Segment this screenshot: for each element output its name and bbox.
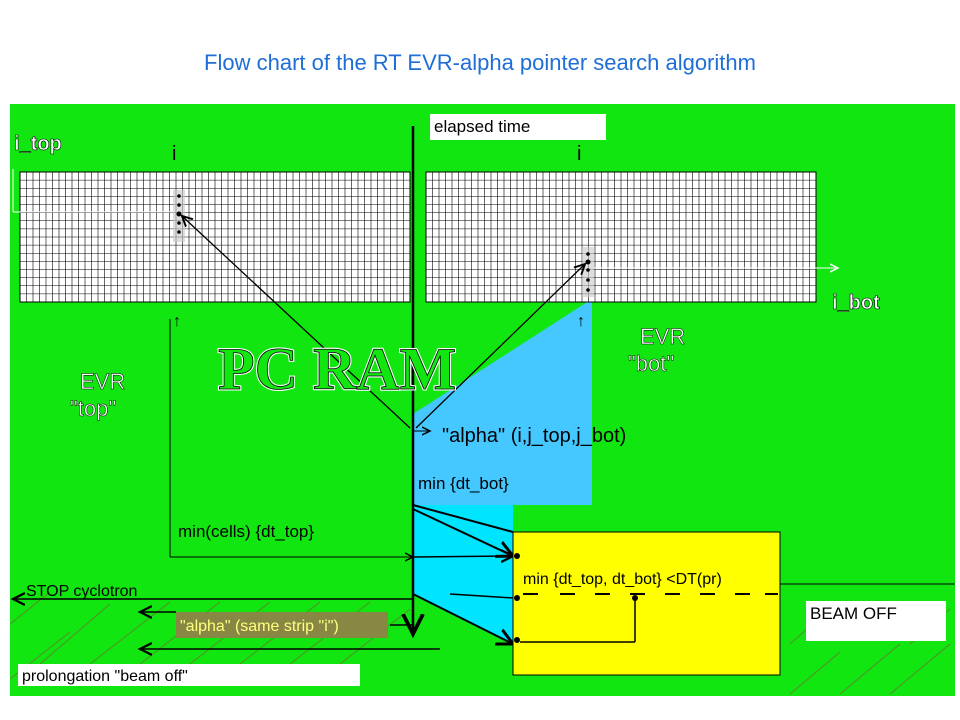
evr-top-label-1: EVR — [80, 369, 125, 394]
min-dt-bot-label: min {dt_bot} — [418, 474, 509, 493]
comparison-box — [512, 531, 781, 676]
up-arrow-right: ↑ — [577, 313, 585, 330]
arrow-into-box-5 — [449, 593, 514, 599]
evr-bot-label-2: "bot" — [628, 351, 674, 376]
elapsed-time-box — [430, 114, 606, 140]
arrow-into-box-2 — [412, 508, 513, 556]
i-left-label: i — [172, 143, 176, 165]
arrow-into-box-1 — [412, 504, 514, 533]
evr-bot-grid — [425, 171, 817, 303]
min-cells-label: min(cells) {dt_top} — [178, 522, 314, 541]
comparison-label: min {dt_top, dt_bot} <DT(pr) — [523, 571, 722, 588]
cyan-funnel-upper — [413, 299, 592, 505]
alpha-same-strip-box — [176, 612, 388, 638]
beam-off-box — [806, 601, 946, 641]
pc-ram-text-outline: PC RAM — [218, 336, 456, 402]
i-right-label: i — [577, 143, 581, 165]
diag-to-left-cell — [182, 216, 411, 429]
i-bot-label: i_bot — [832, 292, 880, 314]
pc-ram-text: PC RAM — [218, 336, 456, 402]
beam-off-label: BEAM OFF — [810, 604, 897, 623]
flowchart-diagram: i_top i_bot i i elapsed time ↑ ↑ PC RAM … — [9, 104, 955, 696]
cyan-funnel-lower — [413, 505, 513, 644]
up-arrow-left: ↑ — [173, 313, 181, 330]
prolongation-box — [18, 664, 360, 686]
stop-cyclotron-label: STOP cyclotron — [26, 583, 137, 600]
diag-to-right-cell — [415, 264, 585, 429]
page-title: Flow chart of the RT EVR-alpha pointer s… — [204, 50, 756, 75]
elapsed-time-text: elapsed time — [434, 117, 530, 136]
i-top-label: i_top — [14, 133, 62, 155]
prolongation-label: prolongation "beam off" — [22, 668, 188, 685]
alpha-function-label: "alpha" (i,j_top,j_bot) — [442, 425, 626, 447]
alpha-same-strip-label: "alpha" (same strip "i") — [180, 618, 339, 635]
strip-right — [582, 247, 594, 297]
arrow-into-box-4 — [412, 593, 513, 644]
evr-top-label-2: "top" — [70, 396, 116, 421]
arrow-into-box-3 — [412, 556, 513, 557]
evr-top-grid — [19, 171, 411, 303]
strip-dots — [176, 194, 591, 292]
evr-bot-label-1: EVR — [640, 324, 685, 349]
